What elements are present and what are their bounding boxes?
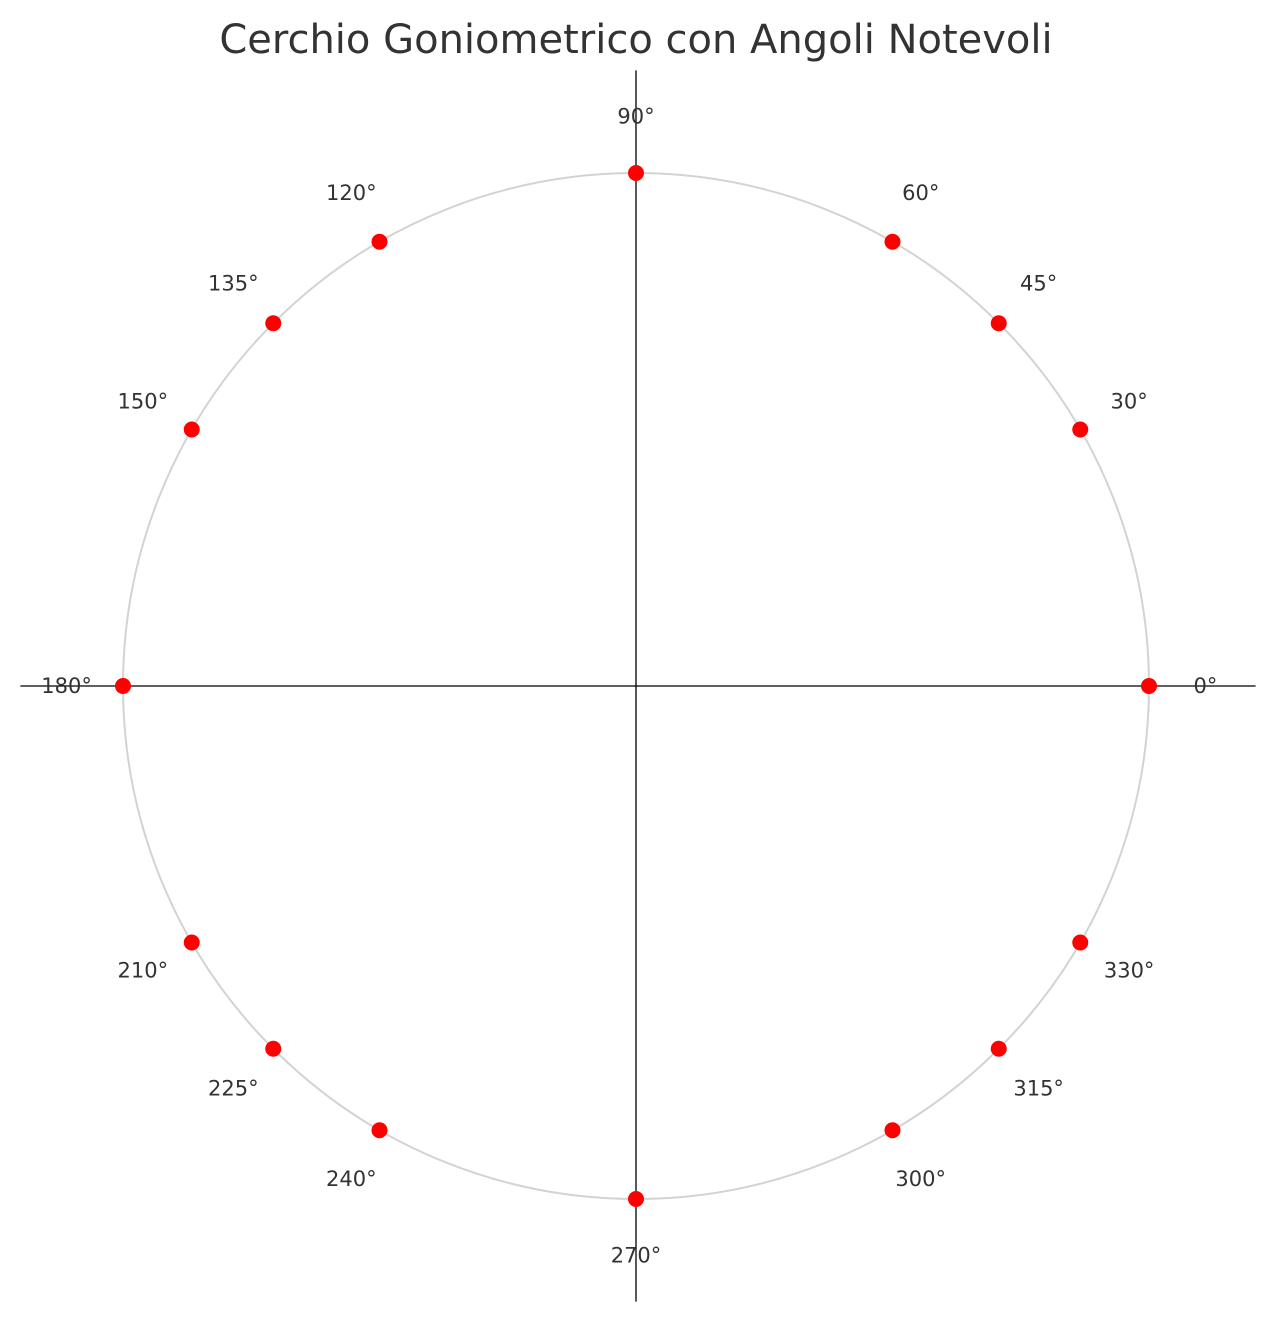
angle-point-135	[265, 315, 282, 332]
angle-point-120	[371, 233, 388, 250]
angle-label-0: 0°	[1193, 674, 1217, 698]
angle-point-180	[115, 678, 131, 694]
angle-label-90: 90°	[617, 105, 654, 129]
angle-points	[115, 165, 1157, 1207]
angle-point-225	[265, 1040, 282, 1057]
angle-label-330: 330°	[1104, 959, 1155, 983]
angle-label-270: 270°	[611, 1243, 662, 1267]
angle-label-225: 225°	[208, 1077, 259, 1101]
angle-point-270	[628, 1191, 644, 1207]
angle-point-150	[183, 421, 200, 438]
angle-point-30	[1072, 421, 1089, 438]
chart-title: Cerchio Goniometrico con Angoli Notevoli	[219, 17, 1053, 63]
angle-point-45	[990, 315, 1007, 332]
angle-point-0	[1141, 678, 1157, 694]
angle-label-135: 135°	[208, 271, 259, 295]
angle-point-315	[990, 1040, 1007, 1057]
angle-point-210	[183, 934, 200, 951]
angle-label-30: 30°	[1111, 389, 1148, 413]
angle-label-240: 240°	[326, 1167, 377, 1191]
angle-label-180: 180°	[41, 674, 92, 698]
angle-label-300: 300°	[895, 1167, 946, 1191]
axes	[20, 70, 1256, 1302]
angle-label-150: 150°	[118, 389, 169, 413]
angle-label-60: 60°	[902, 181, 939, 205]
angle-point-300	[884, 1122, 901, 1139]
angle-label-120: 120°	[326, 181, 377, 205]
angle-point-90	[628, 165, 644, 181]
angle-point-60	[884, 233, 901, 250]
angle-label-315: 315°	[1013, 1077, 1064, 1101]
angle-label-210: 210°	[118, 959, 169, 983]
angle-label-45: 45°	[1020, 271, 1057, 295]
angle-point-330	[1072, 934, 1089, 951]
angle-point-240	[371, 1122, 388, 1139]
angle-labels: 0° 30° 45° 60° 90° 120° 135° 150° 180° 210° 225° 24…	[41, 105, 1217, 1268]
